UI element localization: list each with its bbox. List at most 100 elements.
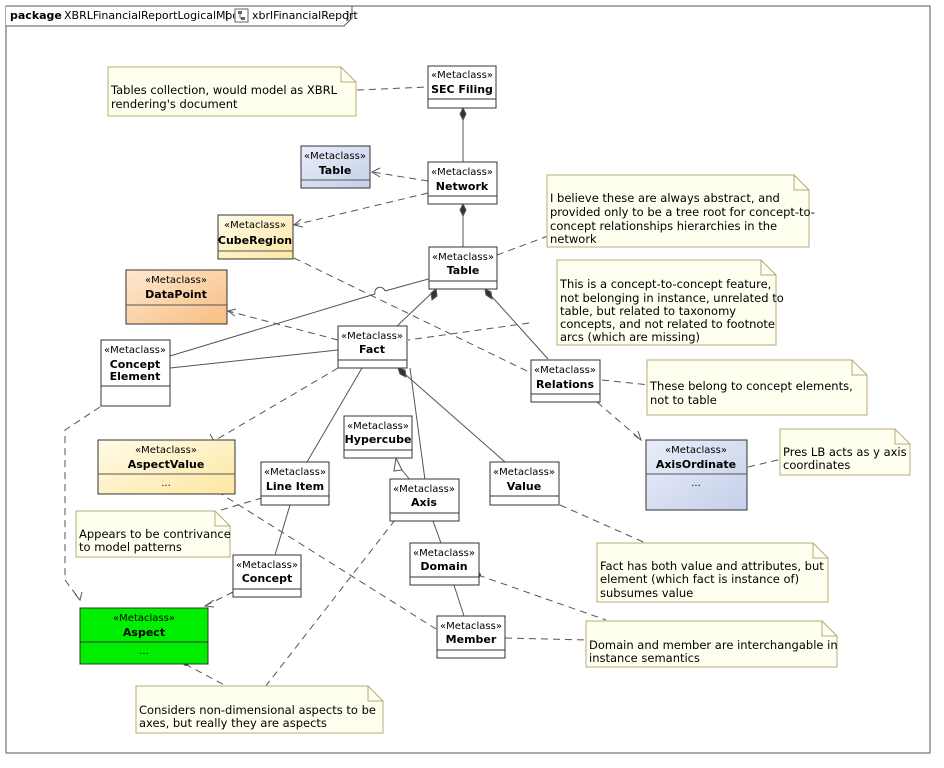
- note-line: concept relationships hierarchies in the: [550, 219, 777, 233]
- package-bracket-open: [: [225, 9, 229, 22]
- class-name: CubeRegion: [218, 234, 292, 247]
- metaclass-value[interactable]: «Metaclass» Value: [489, 461, 560, 506]
- edge-domain-member: [452, 581, 465, 617]
- metaclass-cube-region[interactable]: «Metaclass» CubeRegion: [217, 214, 294, 260]
- class-name: AxisOrdinate: [656, 458, 736, 471]
- metaclass-member[interactable]: «Metaclass» Member: [436, 615, 506, 659]
- note-contrivance[interactable]: Appears to be contrivance to model patte…: [75, 510, 231, 558]
- metaclass-concept[interactable]: «Metaclass» Concept: [232, 554, 302, 598]
- note-line: Tables collection, would model as XBRL: [110, 83, 338, 97]
- note-line: Appears to be contrivance: [79, 527, 231, 541]
- edge-fact-axis: [409, 367, 426, 481]
- class-name: Table: [319, 164, 352, 177]
- composition-diamond: [397, 367, 407, 378]
- edge-fact-lineitem: [306, 367, 363, 463]
- metaclass-hypercube[interactable]: «Metaclass» Hypercube: [343, 415, 413, 459]
- connectors: [64, 86, 783, 688]
- note-line: This is a concept-to-concept feature,: [559, 277, 771, 291]
- metaclass-datapoint[interactable]: «Metaclass» DataPoint: [125, 269, 228, 325]
- edge-table-concept-element: [384, 277, 433, 292]
- metaclass-line-item[interactable]: «Metaclass» Line Item: [260, 461, 330, 506]
- dashed-links: [64, 86, 783, 688]
- edge-lineitem-concept: [274, 504, 291, 556]
- stereotype-label: «Metaclass»: [341, 331, 403, 342]
- note-line: Fact has both value and attributes, but: [600, 559, 824, 573]
- note-line: Considers non-dimensional aspects to be: [139, 703, 376, 717]
- note-tables-collection[interactable]: Tables collection, would model as XBRL r…: [107, 66, 357, 117]
- note-line: rendering's document: [111, 97, 238, 111]
- class-name: Network: [436, 180, 489, 193]
- edge-fact-concept-element: [169, 349, 339, 369]
- package-keyword: package: [10, 9, 62, 22]
- class-name: Concept: [242, 572, 293, 585]
- edge-fact-value: [397, 367, 506, 463]
- class-name: AspectValue: [128, 458, 205, 471]
- class-name: Fact: [359, 343, 385, 356]
- class-name-line2: Element: [110, 370, 161, 383]
- metaclass-aspect-value[interactable]: «Metaclass» AspectValue ...: [97, 439, 236, 495]
- class-name: Table: [447, 264, 480, 277]
- metaclass-aspect[interactable]: «Metaclass» Aspect ...: [79, 607, 209, 665]
- stereotype-label: «Metaclass»: [113, 613, 175, 624]
- metaclass-relations[interactable]: «Metaclass» Relations: [530, 359, 601, 403]
- stereotype-label: «Metaclass»: [413, 548, 475, 559]
- note-line: concepts, and not related to footnote: [560, 317, 775, 331]
- package-bracket-close: ]: [345, 9, 349, 22]
- class-name: Relations: [536, 378, 595, 391]
- note-line: network: [550, 232, 597, 246]
- metaclass-axis[interactable]: «Metaclass» Axis: [389, 478, 460, 522]
- metaclass-sec-filing[interactable]: «Metaclass» SEC Filing: [427, 65, 497, 109]
- class-body: ...: [691, 478, 701, 489]
- metaclass-axis-ordinate[interactable]: «Metaclass» AxisOrdinate ...: [645, 439, 748, 511]
- stereotype-label: «Metaclass»: [104, 345, 166, 356]
- note-line: table, but related to taxonomy: [560, 304, 736, 318]
- note-line: not belonging in instance, unrelated to: [560, 291, 784, 305]
- note-line: I believe these are always abstract, and: [550, 191, 780, 205]
- metaclass-concept-element[interactable]: «Metaclass» Concept Element: [100, 339, 171, 407]
- class-name: DataPoint: [145, 288, 207, 301]
- note-line: arcs (which are missing): [560, 330, 700, 344]
- class-body: ...: [161, 478, 171, 489]
- note-belong[interactable]: These belong to concept elements, not to…: [646, 359, 868, 416]
- stereotype-label: «Metaclass»: [665, 445, 727, 456]
- note-fact-value[interactable]: Fact has both value and attributes, but …: [596, 542, 829, 603]
- note-line: not to table: [650, 393, 717, 407]
- stereotype-label: «Metaclass»: [431, 167, 493, 178]
- edge-table-relations: [484, 288, 549, 360]
- stereotype-label: «Metaclass»: [224, 220, 286, 231]
- note-non-dimensional[interactable]: Considers non-dimensional aspects to be …: [135, 685, 384, 734]
- note-interchangeable[interactable]: Domain and member are interchangable in …: [585, 620, 838, 668]
- edge-table-fact: [395, 288, 437, 328]
- class-name: Line Item: [266, 480, 324, 493]
- class-name: Axis: [411, 496, 437, 509]
- metaclass-network[interactable]: «Metaclass» Network: [427, 161, 498, 205]
- package-diagram-name: xbrlFinancialReport: [252, 9, 358, 22]
- note-concept-feature[interactable]: This is a concept-to-concept feature, no…: [556, 259, 784, 346]
- note-line: These belong to concept elements,: [649, 379, 853, 393]
- note-line: coordinates: [783, 458, 850, 472]
- note-line: to model patterns: [79, 540, 182, 554]
- metaclass-table[interactable]: «Metaclass» Table: [428, 246, 498, 290]
- diagram-icon: [234, 8, 249, 23]
- stereotype-label: «Metaclass»: [493, 467, 555, 478]
- metaclass-domain[interactable]: «Metaclass» Domain: [409, 542, 480, 586]
- metaclass-fact[interactable]: «Metaclass» Fact: [337, 325, 408, 369]
- class-name: Value: [507, 480, 541, 493]
- generalization-arrow: [393, 456, 403, 472]
- note-pres-lb[interactable]: Pres LB acts as y axis coordinates: [779, 428, 911, 476]
- stereotype-label: «Metaclass»: [393, 484, 455, 495]
- stereotype-label: «Metaclass»: [431, 70, 493, 81]
- note-line: Pres LB acts as y axis: [783, 445, 907, 459]
- composition-diamond: [484, 288, 493, 301]
- class-name: Concept: [110, 358, 161, 371]
- metaclass-table-blue[interactable]: «Metaclass» Table: [300, 145, 371, 189]
- stereotype-label: «Metaclass»: [145, 275, 207, 286]
- note-line: provided only to be a tree root for conc…: [550, 205, 815, 219]
- stereotype-label: «Metaclass»: [347, 421, 409, 432]
- class-body: ...: [139, 646, 149, 657]
- stereotype-label: «Metaclass»: [264, 467, 326, 478]
- edge-axis-domain: [432, 520, 442, 544]
- composition-diamond: [430, 288, 438, 301]
- note-abstract[interactable]: I believe these are always abstract, and…: [546, 174, 815, 248]
